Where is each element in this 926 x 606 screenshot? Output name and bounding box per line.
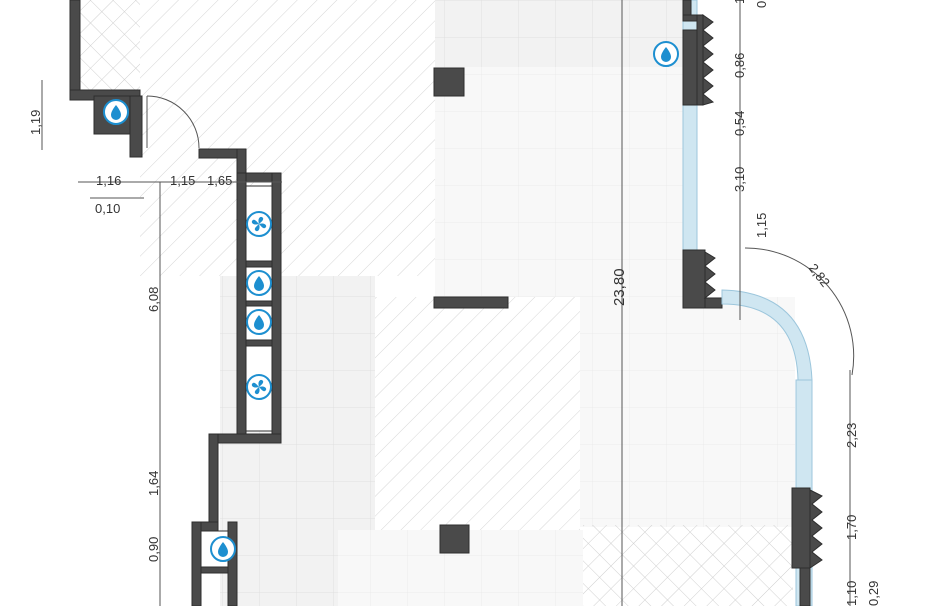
zone-light-grid-center	[435, 67, 685, 297]
beam-middle	[433, 296, 509, 309]
dim-1-65: 1,65	[207, 173, 232, 188]
dim-0-10: 0,10	[95, 201, 120, 216]
zone-crosshatch-top-left	[80, 0, 140, 95]
dim-1-19: 1,19	[28, 110, 43, 135]
water-drop-icon	[210, 536, 236, 562]
zone-light-grid-right	[580, 297, 795, 527]
water-drop-icon	[246, 270, 272, 296]
water-drop-icon	[103, 99, 129, 125]
dim-2-82-arc: 2,82	[806, 261, 833, 290]
ventilation-fan-icon	[246, 211, 272, 237]
dim-0-54: 0,54	[732, 111, 747, 136]
dim-1-70: 1,70	[844, 515, 859, 540]
dim-1-16: 1,16	[96, 173, 121, 188]
dim-0-90: 0,90	[146, 537, 161, 562]
dim-1-64: 1,64	[146, 471, 161, 496]
column-bottom	[439, 524, 470, 554]
column-top	[433, 67, 465, 97]
zone-tiles-top-right	[435, 0, 685, 67]
dim-top-right-partial-a: 1	[732, 0, 747, 4]
dim-1-15-diagonal: 1,15	[754, 213, 769, 238]
dim-0-86: 0,86	[732, 53, 747, 78]
zone-hatch-top	[140, 0, 435, 276]
door-swing	[146, 95, 200, 149]
dim-top-right-partial-b: 0	[754, 1, 769, 8]
water-drop-icon	[653, 41, 679, 67]
ventilation-fan-icon	[246, 374, 272, 400]
zone-crosshatch-bottom-right	[583, 525, 793, 606]
dim-1-15: 1,15	[170, 173, 195, 188]
dim-0-29: 0,29	[866, 581, 881, 606]
dim-2-23: 2,23	[844, 423, 859, 448]
fixture-icons	[103, 41, 679, 562]
dim-6-08: 6,08	[146, 287, 161, 312]
dim-3-10: 3,10	[732, 167, 747, 192]
dim-1-10: 1,10	[844, 581, 859, 606]
dim-23-80-overall: 23,80	[611, 268, 628, 306]
dimension-lines	[41, 0, 855, 606]
dimension-labels: 1 0 0,86 0,54 3,10 1,15 2,82 23,80 2,23 …	[28, 0, 881, 606]
water-drop-icon	[246, 309, 272, 335]
right-facade	[682, 0, 823, 606]
